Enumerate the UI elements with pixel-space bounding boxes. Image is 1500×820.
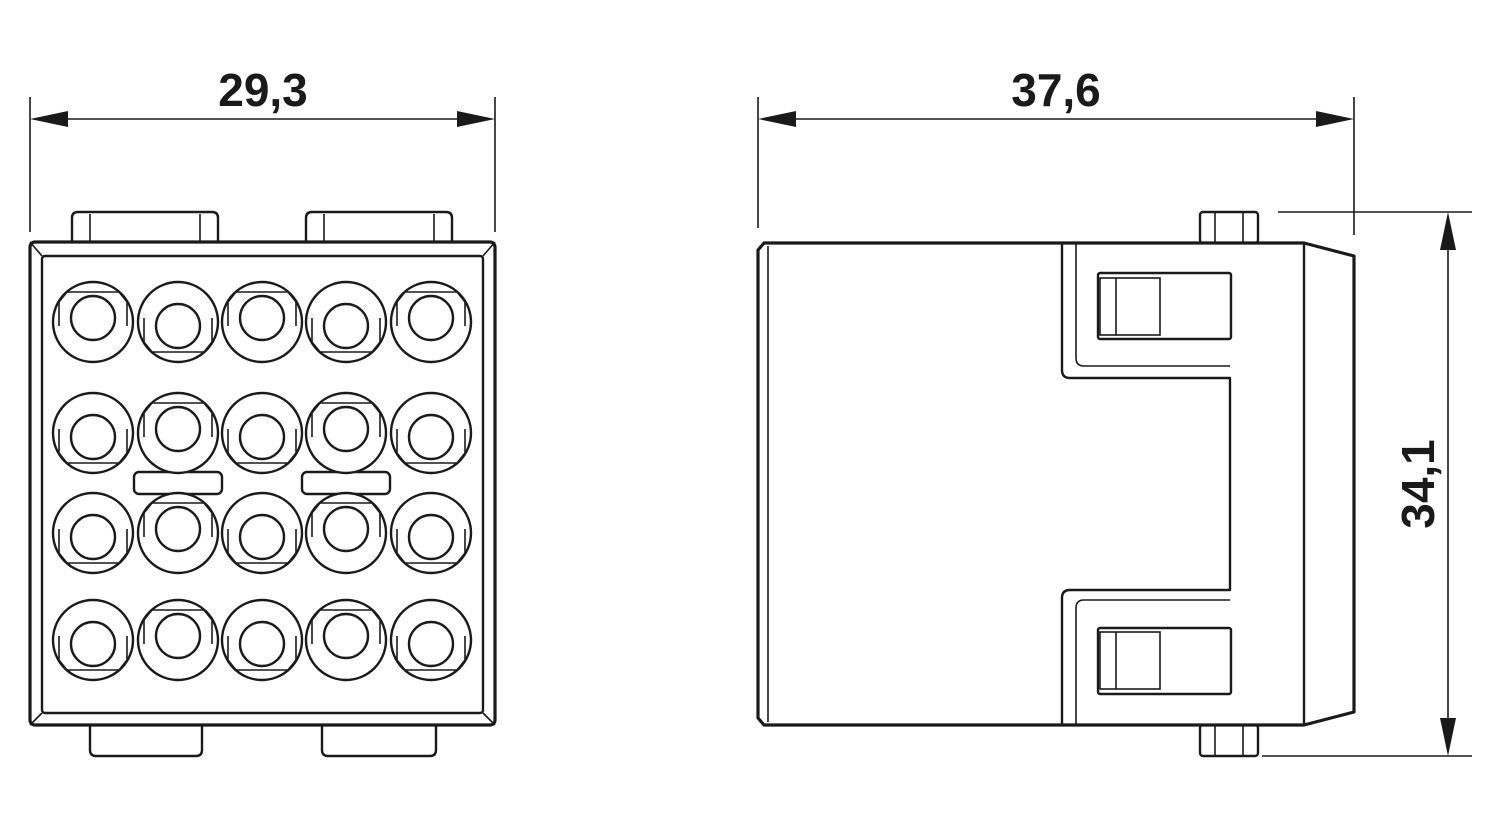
contact-cavity bbox=[136, 280, 220, 364]
side-top-latch-stub-lines bbox=[1214, 212, 1244, 243]
contact-cavity bbox=[136, 598, 220, 682]
front-width-label: 29,3 bbox=[218, 64, 308, 116]
contact-pin-hole bbox=[69, 513, 117, 561]
front-housing-outer bbox=[28, 240, 497, 727]
contact-pin-hole bbox=[407, 413, 455, 461]
side-height-label: 34,1 bbox=[1392, 439, 1444, 529]
contact-cavity bbox=[51, 598, 135, 682]
front-top-latch-left-inner bbox=[89, 214, 201, 243]
side-housing-outline bbox=[756, 241, 1356, 727]
contact-cavity bbox=[389, 491, 473, 575]
front-top-latch-right bbox=[304, 210, 454, 243]
contact-pin-hole bbox=[322, 302, 370, 350]
front-view bbox=[28, 210, 497, 758]
front-top-latch-right-inner bbox=[323, 214, 435, 243]
contact-pin-hole bbox=[322, 405, 370, 453]
contact-cavity bbox=[304, 280, 388, 364]
side-bottom-latch-stub-lines bbox=[1214, 725, 1244, 756]
contact-pin-hole bbox=[238, 513, 286, 561]
side-lower-window-slot bbox=[1099, 631, 1161, 690]
side-latch-frame bbox=[1060, 243, 1232, 725]
dimension-front-width: 29,3 bbox=[29, 64, 496, 232]
contact-pin-hole bbox=[238, 413, 286, 461]
contact-pin-hole bbox=[69, 413, 117, 461]
side-lower-window bbox=[1096, 626, 1233, 696]
contact-cavity bbox=[220, 280, 304, 364]
front-bottom-tab-right bbox=[320, 725, 438, 758]
contact-cavity bbox=[51, 491, 135, 575]
side-bottom-latch-stub bbox=[1198, 723, 1260, 758]
front-bottom-tab-left bbox=[88, 725, 204, 758]
contact-pin-hole bbox=[69, 294, 117, 342]
contact-cavity bbox=[136, 491, 220, 575]
side-view bbox=[756, 210, 1356, 758]
contact-grid bbox=[51, 280, 473, 682]
contact-cavity bbox=[304, 598, 388, 682]
contact-cavity bbox=[389, 280, 473, 364]
contact-pin-hole bbox=[154, 302, 202, 350]
contact-cavity bbox=[304, 491, 388, 575]
front-top-latch-left bbox=[70, 210, 220, 243]
dimension-side-height: 34,1 bbox=[1262, 211, 1472, 757]
contact-pin-hole bbox=[154, 612, 202, 660]
front-housing-bevel-lines bbox=[29, 241, 496, 726]
contact-cavity bbox=[51, 280, 135, 364]
contact-pin-hole bbox=[238, 620, 286, 668]
contact-pin-hole bbox=[69, 620, 117, 668]
contact-pin-hole bbox=[322, 612, 370, 660]
contact-cavity bbox=[389, 598, 473, 682]
dimension-side-length: 37,6 bbox=[757, 64, 1355, 235]
side-top-latch-stub bbox=[1198, 210, 1260, 245]
contact-cavity bbox=[389, 391, 473, 475]
contact-cavity bbox=[304, 391, 388, 475]
contact-pin-hole bbox=[407, 294, 455, 342]
contact-cavity bbox=[136, 391, 220, 475]
contact-pin-hole bbox=[407, 513, 455, 561]
side-upper-window-slot bbox=[1099, 277, 1161, 336]
side-length-label: 37,6 bbox=[1011, 64, 1101, 116]
contact-cavity bbox=[51, 391, 135, 475]
contact-pin-hole bbox=[238, 294, 286, 342]
side-upper-window bbox=[1096, 271, 1233, 341]
contact-pin-hole bbox=[154, 405, 202, 453]
contact-pin-hole bbox=[322, 505, 370, 553]
contact-cavity bbox=[220, 598, 304, 682]
contact-cavity bbox=[220, 391, 304, 475]
front-housing-inner bbox=[40, 254, 485, 715]
contact-pin-hole bbox=[154, 505, 202, 553]
side-latch-frame-inner bbox=[1075, 243, 1230, 725]
contact-pin-hole bbox=[407, 620, 455, 668]
contact-cavity bbox=[220, 491, 304, 575]
